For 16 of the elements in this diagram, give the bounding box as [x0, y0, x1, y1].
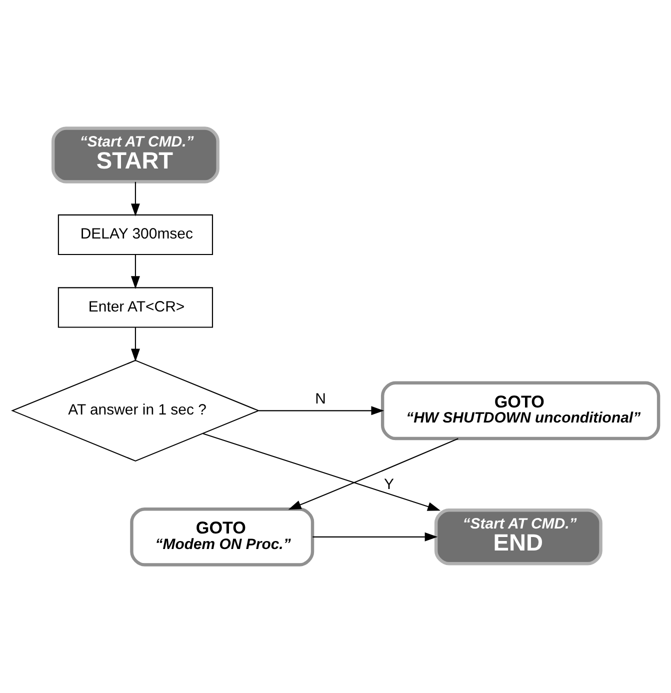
- node-box: GOTO “HW SHUTDOWN unconditional”: [380, 381, 660, 440]
- node-box: DELAY 300msec: [58, 214, 214, 256]
- arrow: [288, 438, 458, 510]
- edge-label: Y: [384, 476, 394, 493]
- node-box: Enter AT<CR>: [58, 287, 214, 328]
- arrow: [312, 532, 438, 542]
- node-box: “Start AT CMD.” START: [52, 126, 220, 184]
- arrow: [130, 254, 140, 290]
- arrow: [130, 182, 140, 216]
- arrow: [202, 433, 440, 511]
- node-box: GOTO “Modem ON Proc.”: [130, 508, 314, 566]
- arrow: [130, 328, 140, 362]
- edge-label: N: [315, 390, 326, 408]
- node-diamond: AT answer in 1 sec ?: [11, 360, 260, 462]
- arrow: [258, 406, 384, 416]
- node-box: “Start AT CMD.” END: [434, 508, 602, 566]
